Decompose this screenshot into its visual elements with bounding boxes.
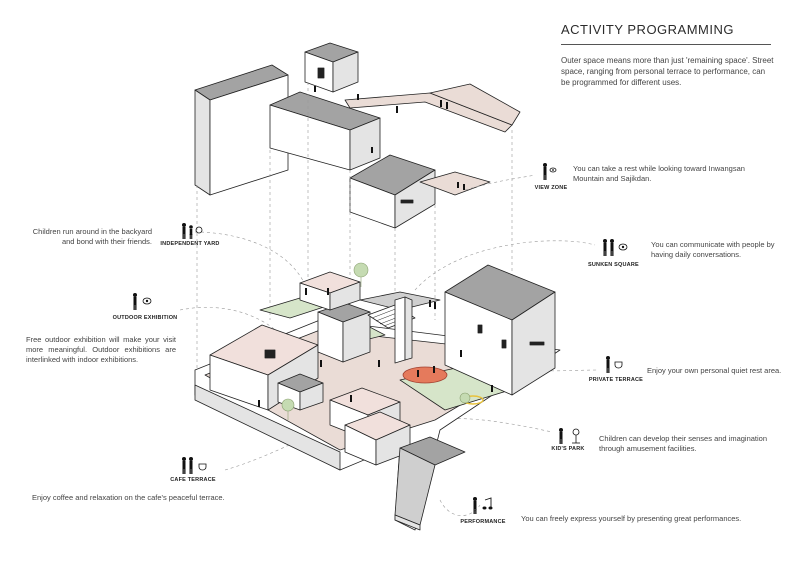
private-terrace-description: Enjoy your own personal quiet rest area.	[647, 366, 782, 375]
cafe-terrace-description: Enjoy coffee and relaxation on the cafe'…	[32, 493, 225, 502]
view-zone-description: You can take a rest while looking toward…	[573, 164, 745, 183]
outdoor-exhibition-label: OUTDOOR EXHIBITION	[112, 315, 178, 321]
page-title: ACTIVITY PROGRAMMING	[561, 22, 734, 37]
independent-yard-label: INDEPENDENT YARD	[160, 241, 220, 247]
sunken-square-label: SUNKEN SQUARE	[588, 262, 639, 268]
intro-text: Outer space means more than just 'remain…	[561, 56, 774, 87]
people-figures	[258, 86, 493, 407]
outdoor-exhibition-description: Free outdoor exhibition will make your v…	[26, 335, 176, 364]
private-terrace-label: PRIVATE TERRACE	[588, 377, 644, 383]
performance-label: PERFORMANCE	[460, 519, 506, 525]
tree-icons	[281, 262, 471, 420]
performance-description: You can freely express yourself by prese…	[521, 514, 742, 523]
title-divider	[561, 44, 771, 45]
cafe-terrace-label: CAFE TERRACE	[170, 477, 216, 483]
kids-park-label: KID'S PARK	[551, 446, 585, 452]
ground-floor-plan	[194, 264, 561, 531]
independent-yard-description: Children run around in the backyard and …	[32, 227, 152, 246]
kids-park-description: Children can develop their senses and im…	[599, 434, 768, 453]
sunken-square-description: You can communicate with people by havin…	[651, 240, 775, 259]
view-zone-label: VIEW ZONE	[534, 185, 568, 191]
upper-floor-plan	[194, 42, 521, 229]
